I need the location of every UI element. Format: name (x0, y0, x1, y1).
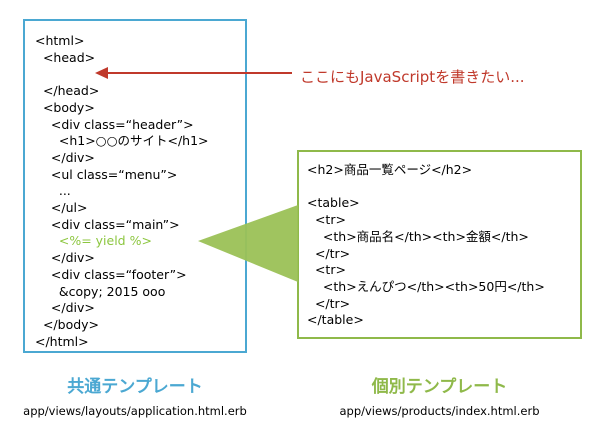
common-code-line: <div class=“header”> (35, 116, 194, 132)
common-code-line: </ul> (35, 200, 88, 216)
individual-code-line: <tr> (307, 212, 346, 228)
common-code-line: </head> (35, 83, 100, 99)
common-code-line: </div> (35, 300, 95, 316)
head-arrow-head (95, 67, 108, 79)
individual-code-line: </table> (307, 312, 364, 328)
common-code-line: <body> (35, 99, 95, 115)
common-template-box: <html> <head> </head> <body> <div class=… (23, 19, 247, 353)
individual-code-line: </tr> (307, 295, 351, 311)
individual-code-line: <th>商品名</th><th>金額</th> (307, 228, 529, 244)
common-code-line: <head> (35, 49, 96, 65)
common-template-path: app/views/layouts/application.html.erb (23, 404, 247, 418)
individual-code-line: <h2>商品一覧ページ</h2> (307, 162, 473, 177)
common-code-line: <h1>○○のサイト</h1> (35, 133, 209, 149)
individual-code-line: <table> (307, 195, 360, 211)
yield-callout-arrow (198, 205, 298, 282)
individual-template-code: <h2>商品一覧ページ</h2> <table> <tr> <th>商品名</t… (307, 162, 545, 329)
common-code-line: <div class=“main”> (35, 216, 180, 232)
common-template-code: <html> <head> </head> <body> <div class=… (35, 33, 209, 350)
common-code-line: ... (35, 183, 71, 199)
individual-code-line: <th>えんぴつ</th><th>50円</th> (307, 278, 545, 294)
common-code-line: </html> (35, 333, 89, 349)
head-annotation-note: ここにもJavaScriptを書きたい... (300, 68, 525, 86)
common-code-line: <div class=“footer”> (35, 266, 187, 282)
common-code-line: </div> (35, 149, 95, 165)
individual-code-line: </tr> (307, 245, 351, 261)
individual-code-line: <tr> (307, 262, 346, 278)
individual-template-title: 個別テンプレート (371, 377, 508, 397)
common-template-title: 共通テンプレート (67, 377, 203, 397)
common-code-line: &copy; 2015 ooo (35, 283, 166, 299)
common-code-line: <html> (35, 33, 85, 48)
common-code-line: </div> (35, 250, 95, 266)
common-code-line: <ul class=“menu”> (35, 166, 178, 182)
yield-placeholder-line: <%= yield %> (35, 233, 152, 249)
common-code-line: </body> (35, 316, 100, 332)
individual-template-path: app/views/products/index.html.erb (339, 404, 540, 418)
